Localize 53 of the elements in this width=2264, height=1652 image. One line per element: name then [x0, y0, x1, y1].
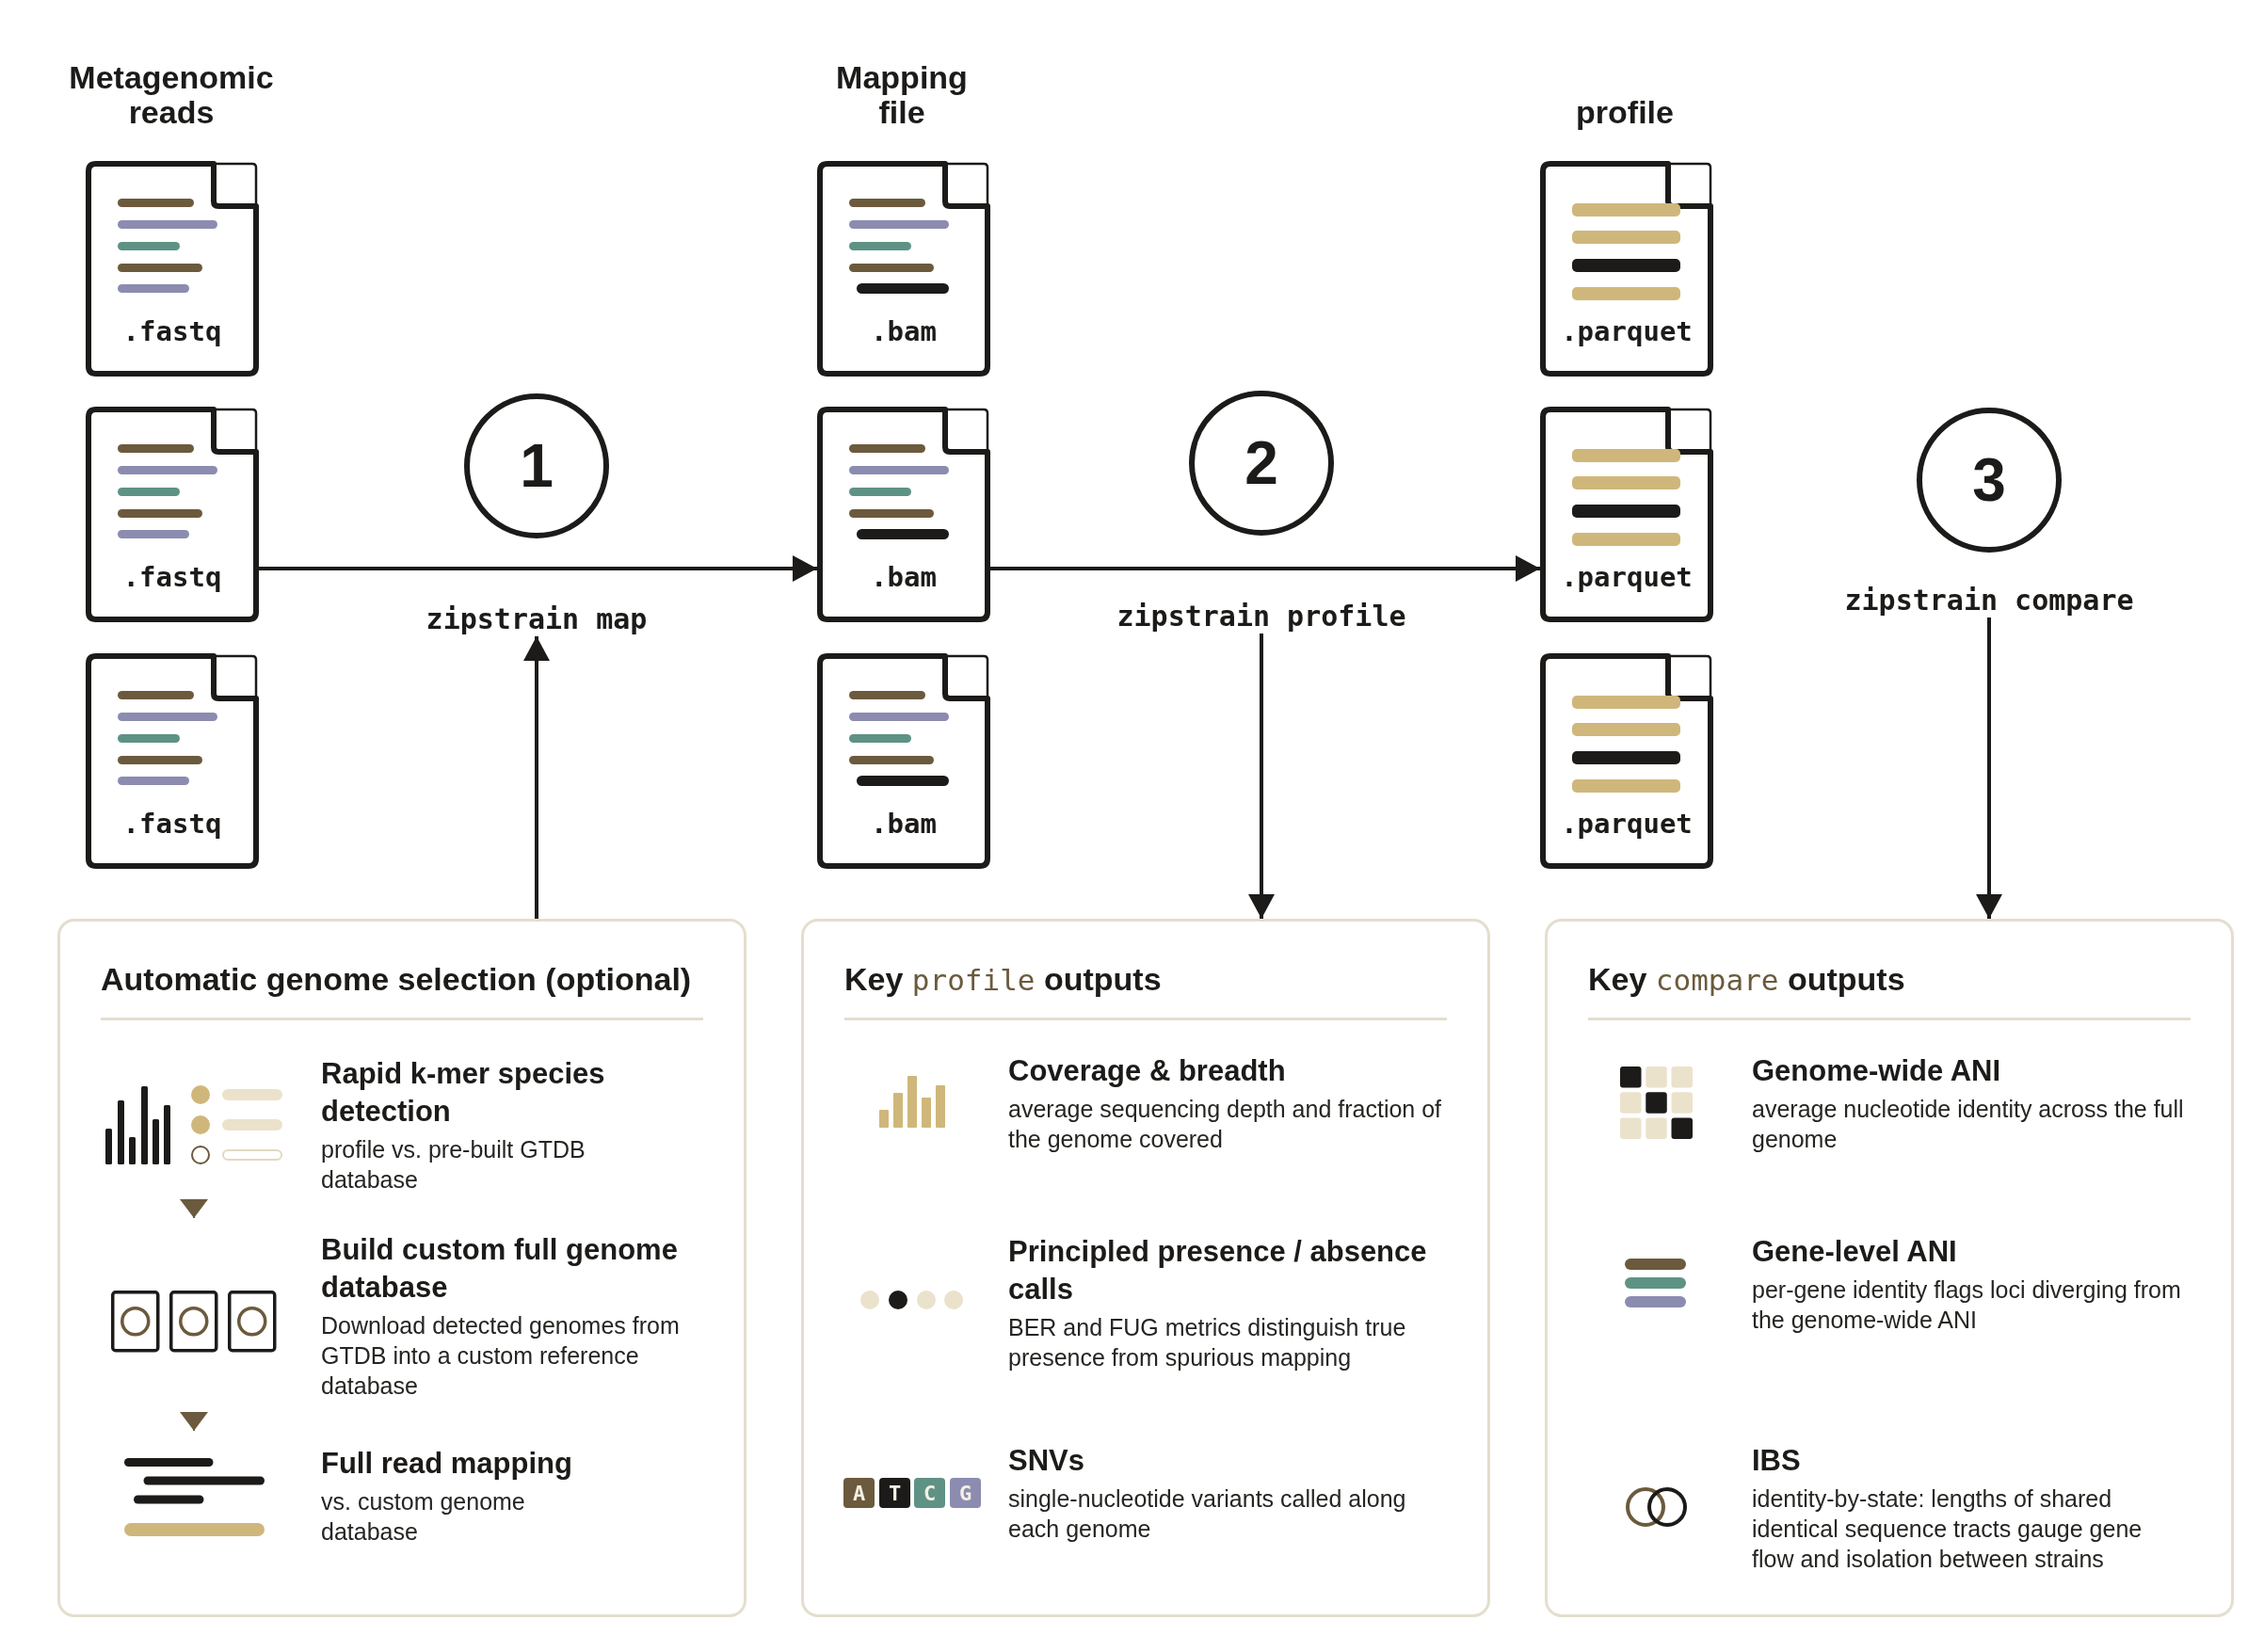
item-title: Rapid k-mer species detection [321, 1056, 606, 1130]
file-extension: .bam [871, 560, 937, 594]
item-title: Coverage & breadth [1008, 1053, 1287, 1089]
item-description: per-gene identity flags loci diverging from the genome-wide ANI [1752, 1275, 2182, 1335]
item-description: vs. custom genome database [321, 1487, 526, 1547]
nucleotide-tile: T [879, 1478, 910, 1508]
arrow [259, 555, 817, 582]
item-title: Genome-wide ANI [1752, 1053, 2002, 1089]
step-circle: 1 [464, 393, 609, 538]
command-label: zipstrain profile [1116, 600, 1406, 634]
chevron-arrow [180, 1198, 208, 1219]
file-extension: .parquet [1561, 314, 1693, 348]
panel [1545, 919, 2234, 1617]
file-extension: .fastq [122, 560, 222, 594]
item-title: SNVs [1008, 1443, 1085, 1479]
step-circle: 3 [1917, 408, 2062, 553]
item-description: Download detected genomes from GTDB into a custom reference database [321, 1311, 681, 1401]
arrow [523, 636, 550, 919]
panel [57, 919, 747, 1617]
item-description: BER and FUG metrics distinguish true presence from spurious mapping [1008, 1313, 1407, 1372]
column-heading: profile [1576, 94, 1674, 130]
file-extension: .fastq [122, 314, 222, 348]
nucleotide-tile: G [950, 1478, 981, 1508]
command-label: zipstrain compare [1844, 584, 2134, 617]
column-heading: Metagenomic reads [69, 59, 274, 130]
file-extension: .bam [871, 807, 937, 841]
command-label: zipstrain map [426, 602, 648, 636]
file-extension: .fastq [122, 807, 222, 841]
item-description: identity-by-state: lengths of shared identical sequence tracts gauge gene flow and isolation between strains [1752, 1484, 2144, 1574]
item-description: average sequencing depth and fraction of the genome covered [1008, 1095, 1443, 1154]
arrow [1248, 634, 1275, 919]
file-extension: .parquet [1561, 807, 1693, 841]
item-title: Build custom full genome database [321, 1232, 679, 1306]
item-title: IBS [1752, 1443, 1802, 1479]
item-description: average nucleotide identity across the full genome [1752, 1095, 2185, 1154]
arrow [1976, 617, 2002, 919]
column-heading: Mapping file [836, 59, 968, 130]
arrow [990, 555, 1540, 582]
file-extension: .parquet [1561, 560, 1693, 594]
item-title: Principled presence / absence calls [1008, 1234, 1428, 1307]
panel-heading: Key profile outputs [844, 960, 1162, 999]
item-description: profile vs. pre-built GTDB database [321, 1135, 586, 1195]
panel-heading: Key compare outputs [1588, 960, 1905, 999]
nucleotide-tile: A [843, 1478, 875, 1508]
panel [801, 919, 1490, 1617]
item-description: single-nucleotide variants called along each genome [1008, 1484, 1407, 1544]
nucleotide-tile: C [914, 1478, 945, 1508]
chevron-arrow [180, 1411, 208, 1432]
item-title: Gene-level ANI [1752, 1234, 1958, 1270]
file-extension: .bam [871, 314, 937, 348]
step-circle: 2 [1189, 391, 1334, 536]
item-title: Full read mapping [321, 1446, 573, 1482]
panel-heading: Automatic genome selection (optional) [101, 960, 692, 998]
